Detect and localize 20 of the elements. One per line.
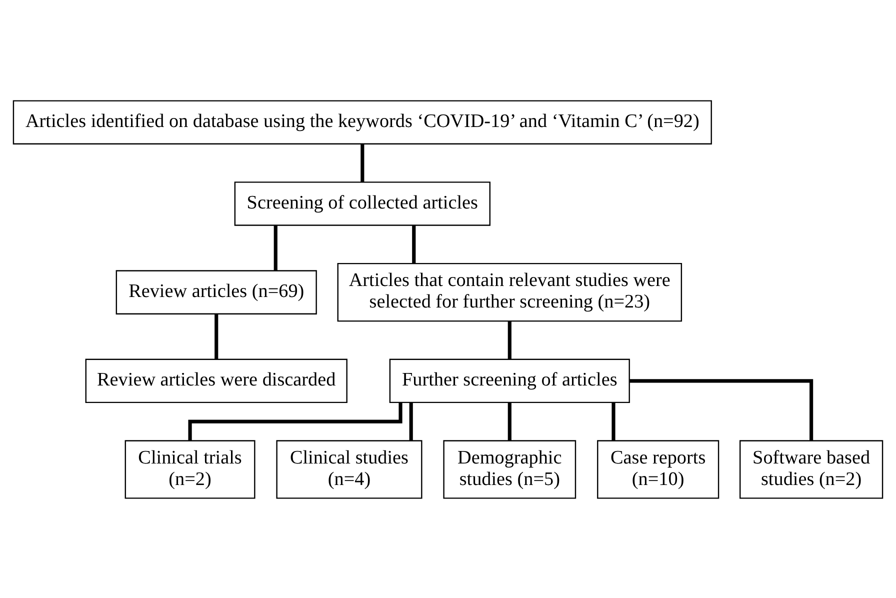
node-box: Software based studies (n=2) <box>739 440 884 498</box>
node-box: Review articles were discarded <box>85 358 348 403</box>
connector <box>409 402 413 440</box>
connector <box>360 144 364 182</box>
node-box: Review articles (n=69) <box>116 270 317 314</box>
node-box: Clinical trials (n=2) <box>124 440 256 498</box>
connector <box>612 402 616 440</box>
connector <box>508 320 512 359</box>
node-box: Demographic studies (n=5) <box>443 440 576 498</box>
connector <box>274 225 278 270</box>
node-box: Articles identified on database using the keywords ‘COVID-19’ and ‘Vitamin C’ (n=92) <box>12 100 712 144</box>
node-box: Articles that contain relevant studies were selected for further screening (n=23) <box>337 262 682 322</box>
node-box: Further screening of articles <box>389 358 630 403</box>
node-box: Case reports (n=10) <box>597 440 720 498</box>
connector <box>508 402 512 440</box>
connector <box>214 314 218 359</box>
connector <box>412 225 416 263</box>
node-box: Clinical studies (n=4) <box>276 440 422 498</box>
connector <box>630 378 814 440</box>
node-box: Screening of collected articles <box>234 181 490 226</box>
